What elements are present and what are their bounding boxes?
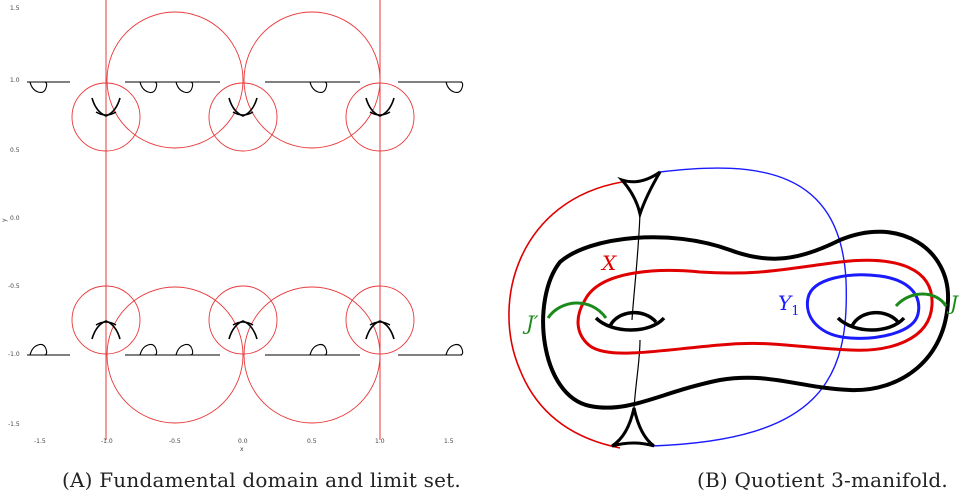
connector-bottom: [633, 339, 641, 409]
x-tick: -0.5: [169, 438, 181, 445]
top-triangle: [617, 170, 662, 220]
x-tick: 1.0: [375, 438, 385, 445]
outer-red-arc: [508, 181, 623, 449]
y-tick: 0.0: [10, 215, 20, 222]
caption-a: (A) Fundamental domain and limit set.: [62, 468, 461, 492]
x-tick: 1.5: [444, 438, 454, 445]
curve-y1: [805, 273, 921, 340]
panel-quotient-manifold: X Y1 J J′ (B) Quotient 3-manifold.: [480, 0, 961, 503]
panel-fundamental-domain: 1.5 1.0 0.5 0.0 -0.5 -1.0 -1.5 y -1.5 -1…: [0, 0, 470, 503]
x-tick: -1.5: [34, 438, 46, 445]
small-circle: [345, 82, 415, 152]
handle-right-lower: [836, 316, 906, 332]
large-circle-top-right: [243, 11, 381, 149]
y-axis-ticks: 1.5 1.0 0.5 0.0 -0.5 -1.0 -1.5: [8, 5, 20, 428]
large-circle-bottom-right: [243, 286, 381, 424]
handle-left-lower: [594, 316, 666, 332]
bottom-triangle: [611, 407, 655, 448]
small-circle: [208, 82, 278, 152]
x-tick: 0.0: [238, 438, 248, 445]
limit-set-top: [27, 81, 464, 117]
y-tick: -1.5: [8, 421, 20, 428]
x-axis-ticks: -1.5 -1.0 -0.5 0.0 0.5 1.0 1.5: [34, 438, 454, 445]
x-tick: -1.0: [101, 438, 113, 445]
outer-blue-arc: [651, 167, 848, 447]
handle-right-upper: [850, 311, 900, 327]
quotient-manifold-diagram: X Y1 J J′: [508, 167, 959, 449]
y-tick: 1.5: [10, 5, 20, 12]
x-tick: 0.5: [307, 438, 317, 445]
curve-j: [894, 292, 948, 308]
surface-outline: [541, 229, 951, 410]
caption-b: (B) Quotient 3-manifold.: [697, 468, 948, 492]
large-circle-bottom-left: [106, 286, 244, 424]
label-x: X: [600, 251, 617, 275]
label-j-prime: J′: [522, 311, 539, 335]
label-j: J: [946, 291, 959, 315]
small-circle: [208, 285, 278, 355]
x-axis-label: x: [240, 446, 244, 453]
curve-j-prime: [546, 301, 608, 319]
connector-top: [631, 213, 641, 321]
curve-x: [576, 258, 934, 355]
small-circle: [345, 285, 415, 355]
label-y1: Y1: [778, 291, 799, 319]
handle-left-upper: [608, 311, 658, 327]
small-circle: [71, 82, 141, 152]
large-circle-top-left: [106, 11, 244, 149]
small-circle: [71, 285, 141, 355]
fundamental-domain-plot: 1.5 1.0 0.5 0.0 -0.5 -1.0 -1.5 y -1.5 -1…: [1, 0, 464, 453]
y-tick: 1.0: [10, 77, 20, 84]
y-tick: -1.0: [8, 351, 20, 358]
y-axis-label: y: [1, 218, 8, 222]
y-tick: 0.5: [10, 147, 20, 154]
limit-set-bottom: [27, 320, 464, 356]
y-tick: -0.5: [8, 283, 20, 290]
